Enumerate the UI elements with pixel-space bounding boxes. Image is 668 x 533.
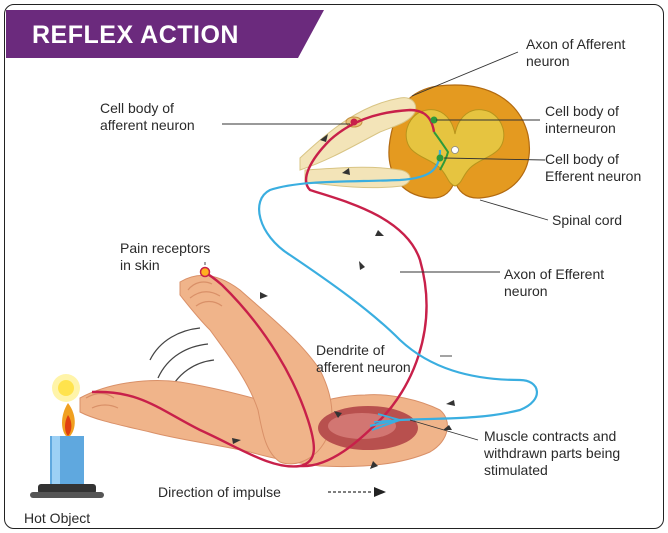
label-cell-body-afferent: Cell body of afferent neuron <box>100 100 195 134</box>
afferent-cell-body <box>351 119 358 126</box>
label-spinal-cord: Spinal cord <box>552 212 622 229</box>
efferent-cell-body <box>437 155 444 162</box>
label-hot-object: Hot Object <box>24 510 90 527</box>
label-cell-body-efferent: Cell body of Efferent neuron <box>545 151 641 185</box>
label-dendrite-afferent: Dendrite of afferent neuron <box>316 342 411 376</box>
label-cell-body-interneuron: Cell body of interneuron <box>545 103 619 137</box>
ventral-root-bundle <box>305 167 410 187</box>
label-pain-receptors: Pain receptors in skin <box>120 240 210 274</box>
label-muscle-contracts: Muscle contracts and withdrawn parts bei… <box>484 428 620 479</box>
label-axon-efferent: Axon of Efferent neuron <box>504 266 604 300</box>
direction-legend-arrow <box>328 487 386 497</box>
label-axon-afferent: Axon of Afferent neuron <box>526 36 625 70</box>
label-direction-impulse: Direction of impulse <box>158 484 281 501</box>
